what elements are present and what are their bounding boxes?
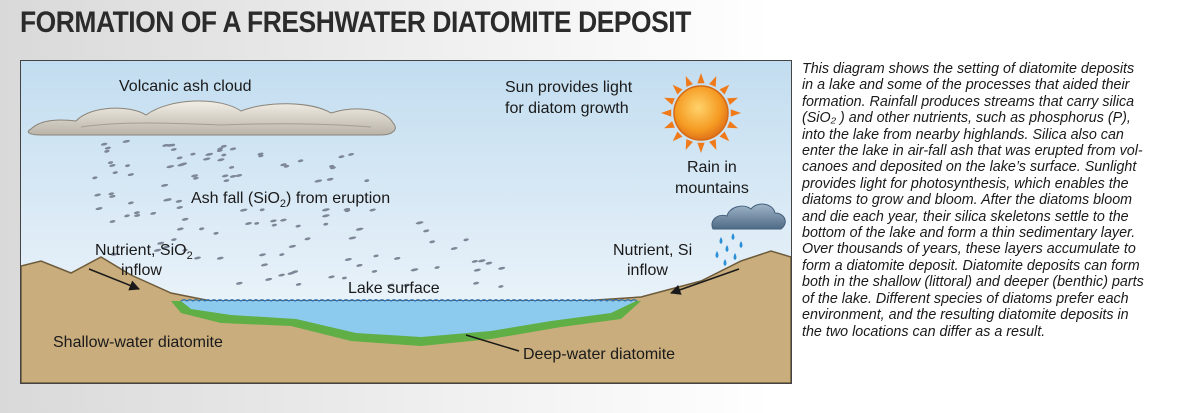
shallow-diatomite-label: Shallow-water diatomite (53, 334, 223, 351)
nutrient-left-label-line1: Nutrient, SiO2 (95, 242, 193, 262)
description-line: formation. Rainfall produces streams tha… (802, 93, 1135, 110)
description-line: of the lake. Different species of diatom… (802, 290, 1129, 307)
description-line: bottom of the lake and form a thin sedim… (802, 225, 1136, 242)
lake-water (181, 301, 636, 337)
rain-label-line1: Rain in (687, 159, 737, 176)
rain-label-line2: mountains (675, 180, 749, 197)
nutrient-right-label-line1: Nutrient, Si (613, 242, 692, 259)
ash-particles (92, 139, 506, 288)
description-line: into the lake from nearby highlands. Sil… (802, 126, 1124, 143)
sun-label-line2: for diatom growth (505, 100, 629, 117)
volcanic-ash-cloud (27, 100, 396, 136)
description-line: Over thousands of years, these layers ac… (802, 241, 1136, 258)
description-line: diatoms to grow and bloom. After the dia… (802, 192, 1133, 209)
deep-diatomite-pointer (465, 334, 520, 352)
ash-cloud-label: Volcanic ash cloud (119, 78, 252, 95)
sun-label-line1: Sun provides light (505, 79, 633, 96)
rain-cloud-icon (711, 203, 786, 230)
lake-surface-line (180, 299, 638, 302)
lake-surface-label: Lake surface (348, 280, 440, 297)
ash-fall-label: Ash fall (SiO2) from eruption (191, 190, 390, 210)
description-text: This diagram shows the setting of diatom… (802, 61, 1182, 340)
nutrient-left-arrow (88, 268, 140, 291)
sun-icon (661, 73, 741, 153)
nutrient-right-arrow (670, 268, 740, 295)
description-line: (SiO₂ ) and other nutrients, such as pho… (802, 110, 1131, 127)
diagram-canvas: Volcanic ash cloud Sun provides light fo… (21, 61, 791, 383)
description-line: provides light for photosynthesis, which… (802, 175, 1129, 192)
description-line: both in the shallow (littoral) and deepe… (802, 274, 1144, 291)
page-title: FORMATION OF A FRESHWATER DIATOMITE DEPO… (20, 6, 691, 39)
nutrient-right-label-line2: inflow (627, 262, 668, 279)
description-line: enter the lake in air-fall ash that was … (802, 143, 1143, 160)
description-line: and die each year, their silica skeleton… (802, 208, 1129, 225)
description-line: This diagram shows the setting of diatom… (802, 61, 1135, 77)
description-line: form a diatomite deposit. Diatomite depo… (802, 257, 1140, 274)
description-line: canoes and deposited on the lake’s surfa… (802, 159, 1137, 176)
raindrops-icon (715, 233, 743, 266)
description-line: environment, and the resulting diatomite… (802, 307, 1129, 324)
description-line: the two locations can differ as a result… (802, 323, 1046, 340)
deep-diatomite-label: Deep-water diatomite (523, 346, 675, 363)
description-line: in a lake and some of the processes that… (802, 77, 1130, 94)
diatomite-diagram: Volcanic ash cloud Sun provides light fo… (20, 60, 792, 384)
nutrient-left-label-line2: inflow (121, 262, 162, 279)
